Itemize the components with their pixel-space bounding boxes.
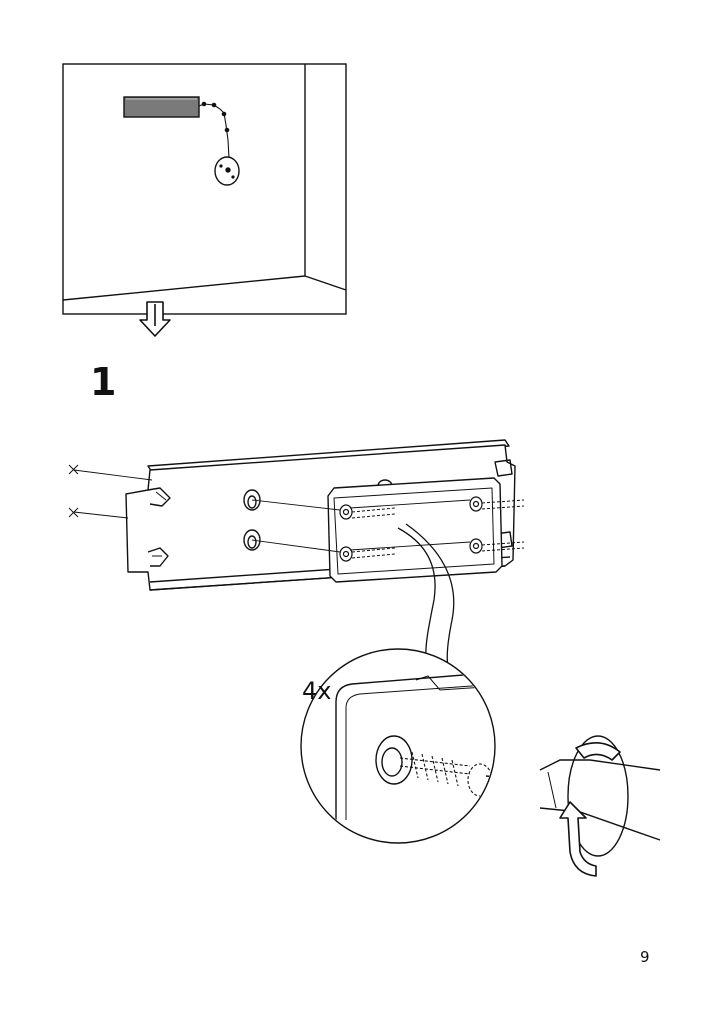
wall-plate-icon [214,156,240,186]
down-arrow-icon [139,301,171,337]
screw-icon [351,499,525,559]
page-number: 9 [640,948,650,966]
device-icon [123,96,200,118]
mark-x-icon [68,464,79,518]
alignment-lines [73,469,471,553]
overview-panel [62,63,347,315]
quantity-label: 4x [302,677,332,705]
step-number: 1 [90,360,117,404]
rotate-clockwise-icon [559,735,629,877]
detail-circle [300,648,661,844]
zoom-connector [397,523,455,671]
